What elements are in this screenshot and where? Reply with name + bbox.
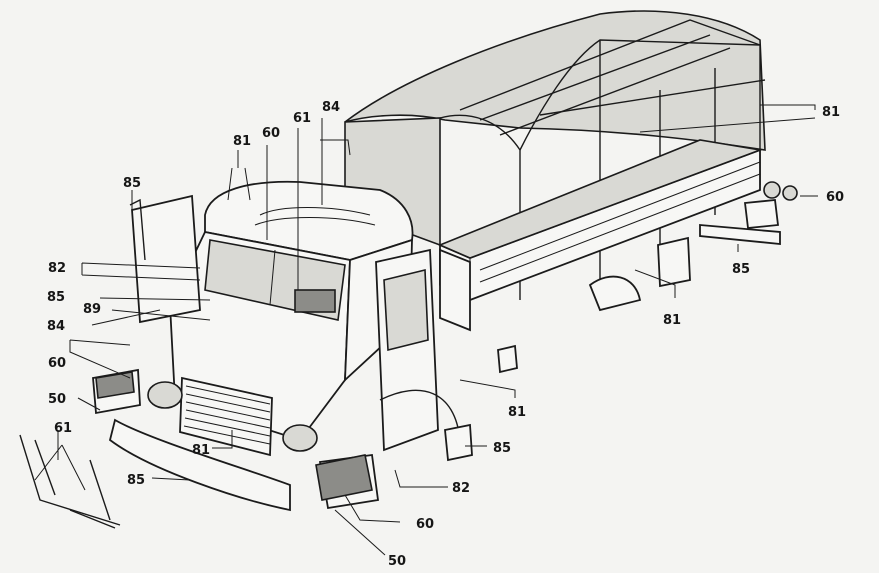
label-81-cab: 81 xyxy=(233,134,251,149)
label-85-bumper: 85 xyxy=(127,473,145,488)
mudflap xyxy=(444,423,473,462)
mudguard-rear xyxy=(588,275,642,312)
part-labels: 81 60 61 84 85 82 85 89 84 60 50 61 81 8… xyxy=(47,100,844,569)
label-81-side: 81 xyxy=(508,405,526,420)
label-60-rear: 60 xyxy=(826,190,844,205)
rear-lamp xyxy=(763,181,798,201)
headlamps xyxy=(147,381,318,452)
label-81-canopy: 81 xyxy=(822,105,840,120)
label-85-mud: 85 xyxy=(493,441,511,456)
label-89: 89 xyxy=(83,302,101,317)
label-82-step: 82 xyxy=(452,481,470,496)
label-50-bottom: 50 xyxy=(388,554,406,569)
leader-lines xyxy=(34,104,818,556)
front-bumper xyxy=(108,418,291,512)
rear-plate xyxy=(743,199,780,229)
label-61-cab: 61 xyxy=(293,111,311,126)
label-84-left: 84 xyxy=(47,319,65,334)
lower-lamp-right xyxy=(315,454,373,501)
label-84-roof: 84 xyxy=(322,100,340,115)
label-60-left: 60 xyxy=(48,356,66,371)
label-81-bed: 81 xyxy=(663,313,681,328)
wheel-arch xyxy=(379,389,461,441)
label-85-rear: 85 xyxy=(732,262,750,277)
side-bracket xyxy=(497,344,518,374)
front-grille xyxy=(179,376,273,457)
label-85-left: 85 xyxy=(47,290,65,305)
label-50-left: 50 xyxy=(48,392,66,407)
cargo-bed xyxy=(437,139,764,332)
label-85-mirror: 85 xyxy=(123,176,141,191)
left-door xyxy=(131,194,201,324)
label-60-lamp: 60 xyxy=(416,517,434,532)
label-61-left: 61 xyxy=(54,421,72,436)
label-81-grille: 81 xyxy=(192,443,210,458)
mudguard-bracket xyxy=(657,236,691,288)
mirror-bracket xyxy=(129,198,146,261)
rear-bumper xyxy=(699,224,781,245)
towing-hook xyxy=(19,434,121,529)
label-60-cab: 60 xyxy=(262,126,280,141)
label-82-left: 82 xyxy=(48,261,66,276)
